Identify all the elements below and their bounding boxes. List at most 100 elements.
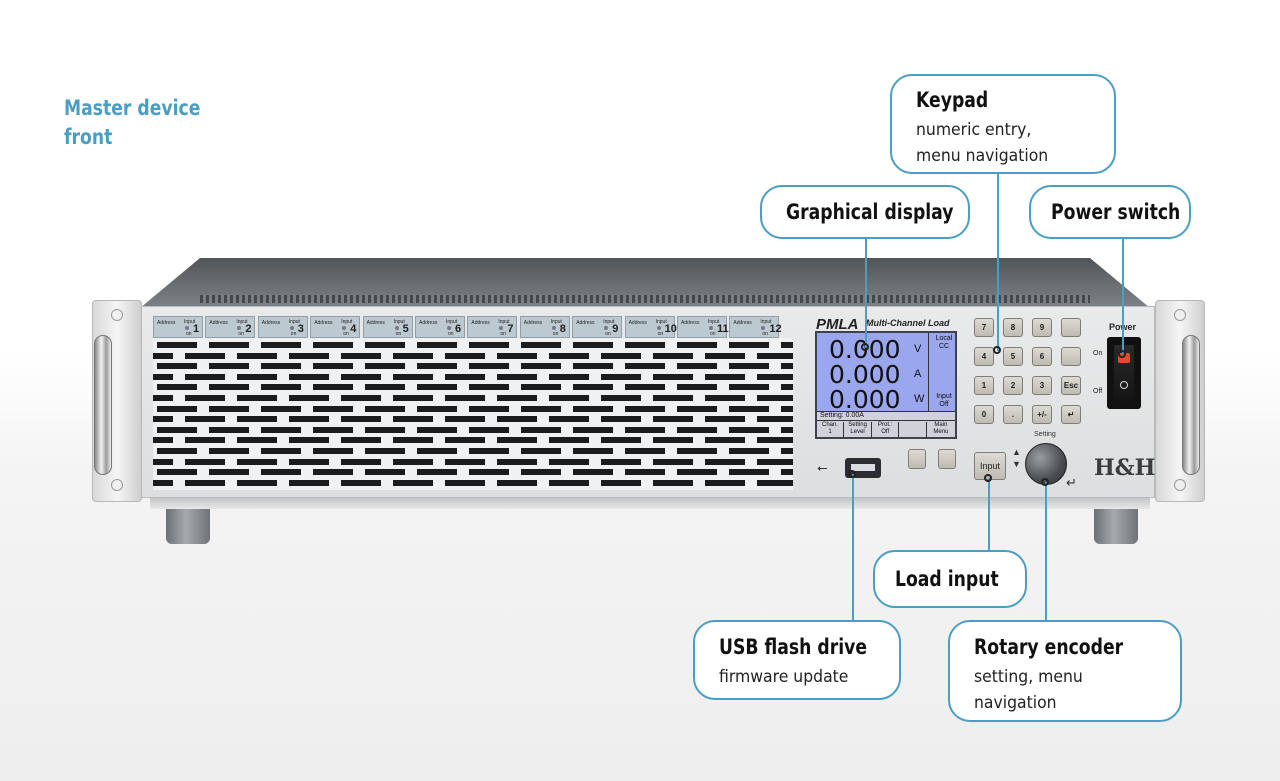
keypad-key[interactable]: 4 — [974, 347, 994, 366]
power-rocker[interactable] — [1114, 345, 1134, 401]
channel-address-label: Address — [157, 320, 176, 326]
ventilation-grille — [153, 338, 793, 490]
keypad-key[interactable]: 6 — [1032, 347, 1052, 366]
keypad-key[interactable]: 9 — [1032, 318, 1052, 337]
setting-label: Setting — [1034, 431, 1056, 438]
encoder-leader-line — [1045, 482, 1047, 622]
softkey-line-1: Prot.: — [878, 422, 893, 428]
keypad-key[interactable]: +/- — [1032, 405, 1052, 424]
vent-slot-row — [157, 448, 793, 454]
vent-slot-row — [153, 373, 793, 380]
channel-input-label: Input — [446, 319, 458, 325]
keypad-key[interactable]: . — [1003, 405, 1023, 424]
channel-address-label: Address — [209, 320, 228, 326]
softkey-line-2: Off — [881, 429, 890, 435]
hh-logo: H&H — [1094, 455, 1156, 481]
callout-keypad: Keypad numeric entry, menu navigation — [890, 74, 1116, 174]
power-off-symbol-icon — [1120, 381, 1128, 389]
channel-input-label: Input — [603, 319, 615, 325]
keypad-key[interactable]: 2 — [1003, 376, 1023, 395]
callout-display: Graphical display — [760, 185, 970, 239]
channel-number: 6 — [455, 323, 462, 335]
channel-number: 3 — [297, 323, 304, 335]
channel-led-icon — [447, 326, 451, 330]
keypad-key[interactable]: 0 — [974, 405, 994, 424]
enter-arrow-icon: ↵ — [1066, 475, 1077, 490]
channel-address-label: Address — [314, 320, 333, 326]
channel-address-label: Address — [681, 320, 700, 326]
power-leader-dot — [1118, 350, 1126, 358]
softkey-line-2: Menu — [933, 429, 949, 435]
vent-slot-row — [157, 384, 793, 391]
power-reading: 0.000 — [829, 385, 901, 414]
lcd-softkey-label: Prot.:Off — [872, 422, 900, 437]
keypad-key[interactable]: 5 — [1003, 347, 1023, 366]
softkey-button-right[interactable] — [938, 449, 956, 469]
vent-slot-row — [157, 469, 793, 476]
softkey-line-1: Main — [934, 422, 948, 428]
mount-hole — [1174, 309, 1186, 321]
keypad-key[interactable]: Esc — [1061, 376, 1081, 395]
channel-input-label: Input — [288, 319, 300, 325]
channel-number: 4 — [350, 323, 357, 335]
channel-on-label: on — [395, 331, 402, 337]
channel-address-label: Address — [576, 320, 595, 326]
callout-power: Power switch — [1029, 185, 1191, 239]
vent-slot-row — [153, 395, 793, 401]
power-on-indicator — [1118, 353, 1130, 363]
softkey-button-left[interactable] — [908, 449, 926, 469]
channel-address-label: Address — [733, 320, 752, 326]
channel-input-label: Input — [550, 319, 562, 325]
callout-load-input-title: Load input — [895, 567, 999, 591]
lcd-softkey-label: Chan.1 — [817, 422, 844, 437]
channel-number: 5 — [402, 323, 409, 335]
channel-on-label: on — [762, 331, 768, 337]
callout-display-title: Graphical display — [786, 200, 954, 224]
keypad-key[interactable]: 1 — [974, 376, 994, 395]
channel-address-label: Address — [628, 320, 647, 326]
keypad-key[interactable] — [1061, 318, 1081, 337]
callout-keypad-line-2: menu navigation — [916, 146, 1049, 166]
callout-power-title: Power switch — [1051, 200, 1181, 224]
channel-number: 12 — [769, 323, 782, 335]
keypad-leader-line — [997, 173, 999, 351]
channel-led-icon — [237, 326, 242, 330]
channel-address-label: Address — [523, 320, 543, 326]
channel-number: 10 — [664, 323, 677, 335]
up-down-arrow-icon: ▲▼ — [1012, 447, 1021, 469]
keypad-key[interactable]: 3 — [1032, 376, 1052, 395]
vent-slot-row — [157, 363, 793, 370]
brand-subtitle: Multi-Channel Load — [866, 318, 950, 328]
callout-encoder-title: Rotary encoder — [974, 635, 1124, 659]
channel-input-label: Input — [393, 319, 405, 325]
channel-address-label: Address — [419, 320, 438, 326]
current-unit: A — [914, 368, 922, 380]
channel-on-label: on — [238, 331, 244, 337]
keypad-key[interactable]: 7 — [974, 318, 994, 337]
keypad-key[interactable] — [1061, 347, 1081, 366]
channel-number: 9 — [612, 323, 619, 335]
channel-on-label: on — [657, 331, 664, 337]
channel-input-label: Input — [236, 319, 248, 325]
load-input-leader-dot — [984, 474, 992, 482]
channel-input-label: Input — [708, 319, 720, 325]
lcd-softkey-label — [900, 422, 927, 437]
channel-number: 11 — [717, 323, 729, 335]
callout-encoder: Rotary encoder setting, menu navigation — [948, 620, 1182, 722]
encoder-leader-dot — [1041, 478, 1049, 486]
power-off-label: Off — [1093, 388, 1103, 395]
callout-keypad-line-1: numeric entry, — [916, 120, 1032, 140]
keypad-key[interactable]: 8 — [1003, 318, 1023, 337]
keypad-key[interactable]: ↵ — [1061, 405, 1081, 424]
power-on-label: On — [1093, 350, 1103, 357]
channel-address-label: Address — [261, 320, 281, 326]
callout-usb-title: USB flash drive — [719, 635, 868, 659]
